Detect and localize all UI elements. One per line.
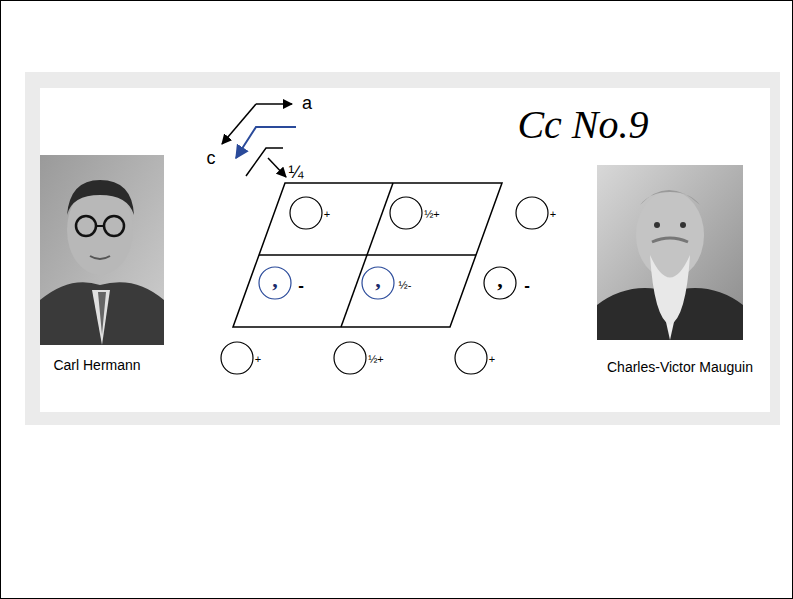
- height-label: ¼: [288, 163, 303, 181]
- sign-label: ½-: [399, 280, 412, 291]
- portrait-caption: Carl Hermann: [53, 358, 140, 372]
- comma-symbol: ,: [375, 269, 381, 291]
- sign-label: +: [489, 354, 495, 365]
- axis-label: c: [207, 149, 216, 167]
- portrait-photo: [597, 165, 743, 340]
- sign-label: -: [524, 277, 530, 294]
- unit-cell: [233, 183, 502, 327]
- comma-symbol: ,: [272, 269, 278, 291]
- sign-label: +: [255, 354, 261, 365]
- symmetry-circles: [221, 197, 548, 374]
- sign-label: +: [324, 209, 330, 220]
- axis-label: a: [302, 94, 312, 112]
- sign-label: -: [298, 277, 304, 294]
- axis-arrows: [222, 104, 296, 177]
- sign-label: +: [550, 209, 556, 220]
- comma-symbol: ,: [497, 269, 503, 291]
- slide-title: Cc No.9: [517, 105, 648, 145]
- portrait-photo: [40, 155, 164, 345]
- sign-label: ½+: [424, 209, 440, 220]
- portrait-caption: Charles-Victor Mauguin: [607, 360, 753, 374]
- sign-label: ½+: [368, 354, 384, 365]
